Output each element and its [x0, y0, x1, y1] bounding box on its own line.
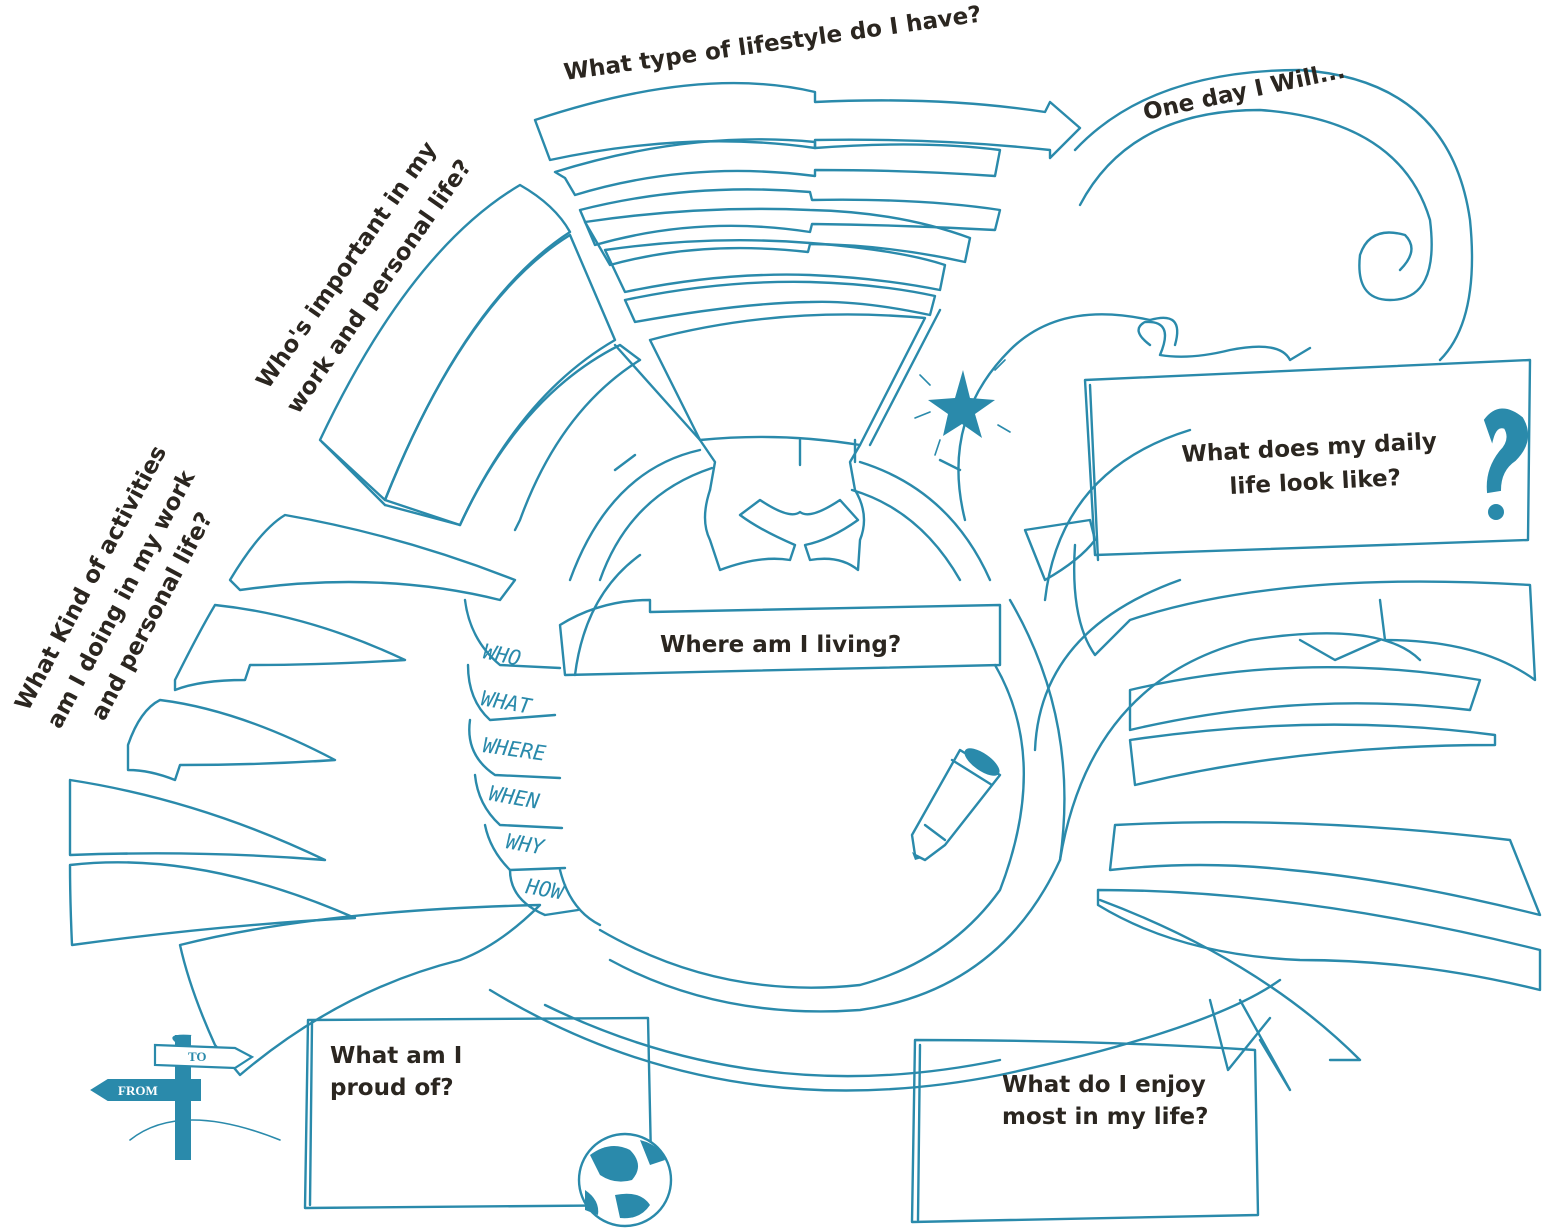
enjoy-heading-line1: What do I enjoy	[1002, 1072, 1206, 1098]
w-question-why: WHY	[504, 829, 547, 859]
daily-life-heading-line1: What does my daily	[1181, 429, 1438, 468]
w-question-what: WHAT	[479, 686, 534, 719]
road-swoosh	[490, 314, 1420, 1090]
activities-banners	[70, 515, 540, 1075]
w-question-who: WHO	[481, 639, 523, 670]
lifestyle-banners	[535, 83, 1080, 322]
proud-heading-line1: What am I	[330, 1043, 462, 1069]
w-question-when: WHEN	[487, 781, 541, 813]
lifestyle-heading: What type of lifestyle do I have?	[562, 2, 983, 86]
arrow-icon	[1210, 1000, 1290, 1090]
w-question-where: WHERE	[481, 733, 547, 766]
right-banners	[1098, 667, 1540, 1060]
star-icon	[915, 360, 1010, 455]
signpost-to-label: TO	[188, 1049, 207, 1064]
enjoy-heading-line2: most in my life?	[1002, 1104, 1208, 1130]
one-day-heading: One day I Will...	[1141, 58, 1348, 126]
signpost-from-label: FROM	[118, 1083, 158, 1098]
daily-life-heading-line2: life look like?	[1229, 465, 1402, 500]
globe-icon	[579, 1134, 671, 1226]
question-mark-icon	[1485, 409, 1527, 520]
living-heading: Where am I living?	[660, 632, 901, 658]
proud-heading-line2: proud of?	[330, 1075, 454, 1101]
daily-life-box	[1025, 360, 1535, 680]
pencil-icon	[912, 744, 1003, 860]
w-question-how: HOW	[523, 874, 568, 905]
